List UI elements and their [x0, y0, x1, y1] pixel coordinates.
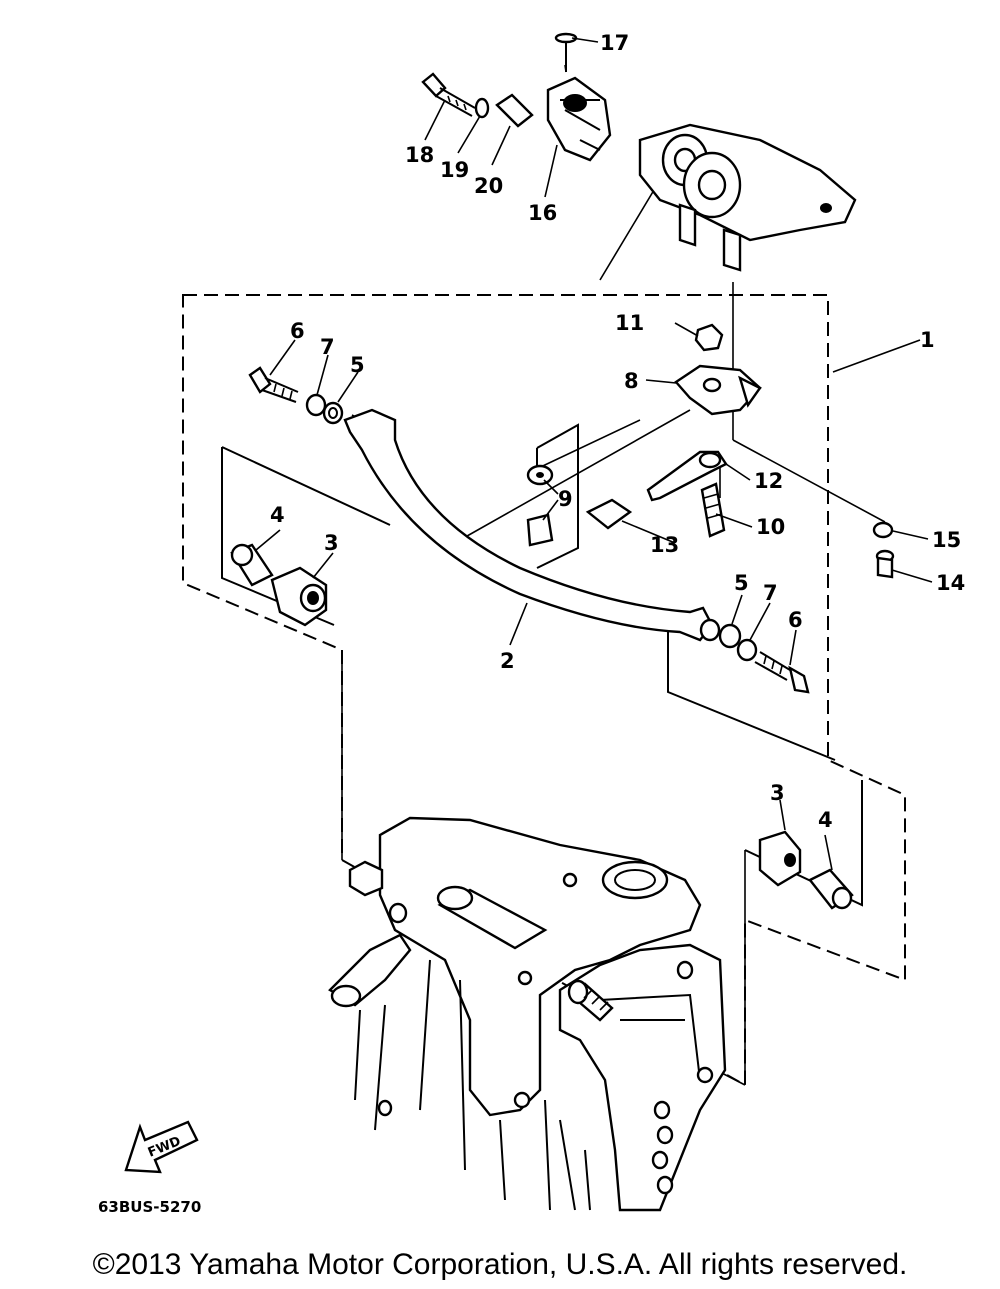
callout-3-right: 3 [770, 781, 785, 805]
callout-6-left: 6 [290, 319, 305, 343]
right-nut-bushing [758, 830, 854, 910]
callout-11: 11 [615, 311, 644, 335]
callout-15: 15 [932, 528, 961, 552]
left-bushing-nut [230, 543, 328, 627]
center-parts [526, 323, 895, 579]
callout-1: 1 [920, 328, 935, 352]
callout-3-left: 3 [324, 531, 339, 555]
callout-19: 19 [440, 158, 469, 182]
callout-5-right: 5 [734, 571, 749, 595]
callout-9: 9 [558, 487, 573, 511]
callout-10: 10 [756, 515, 785, 539]
callout-labels: 1 2 3 3 4 4 5 5 6 6 7 7 8 9 10 11 12 13 … [270, 31, 965, 832]
copyright-notice: ©2013 Yamaha Motor Corporation, U.S.A. A… [92, 1248, 908, 1281]
callout-13: 13 [650, 533, 679, 557]
callout-4-left: 4 [270, 503, 285, 527]
parts-diagram: 1 2 3 3 4 4 5 5 6 6 7 7 8 9 10 11 12 13 … [98, 31, 965, 1216]
callout-4-right: 4 [818, 808, 833, 832]
left-bolt-set [248, 366, 344, 425]
right-bolt-frame [667, 612, 836, 761]
clamp-bracket [328, 816, 727, 1212]
callout-6-right: 6 [788, 608, 803, 632]
callout-17: 17 [600, 31, 629, 55]
diagram-code: 63BUS-5270 [98, 1198, 201, 1216]
callout-7-right: 7 [763, 581, 778, 605]
callout-8: 8 [624, 369, 639, 393]
tiller-bracket-assembly [421, 32, 857, 272]
callout-5-left: 5 [350, 353, 365, 377]
callout-20: 20 [474, 174, 503, 198]
callout-12: 12 [754, 469, 783, 493]
callout-2: 2 [500, 649, 515, 673]
fwd-arrow-icon: FWD [124, 1120, 199, 1174]
callout-7-left: 7 [320, 335, 335, 359]
leader-lines [255, 37, 933, 871]
callout-14: 14 [936, 571, 965, 595]
callout-18: 18 [405, 143, 434, 167]
steering-arm [343, 408, 714, 642]
assembly-outline [182, 294, 906, 1087]
callout-16: 16 [528, 201, 557, 225]
right-bolt-set [699, 618, 810, 694]
